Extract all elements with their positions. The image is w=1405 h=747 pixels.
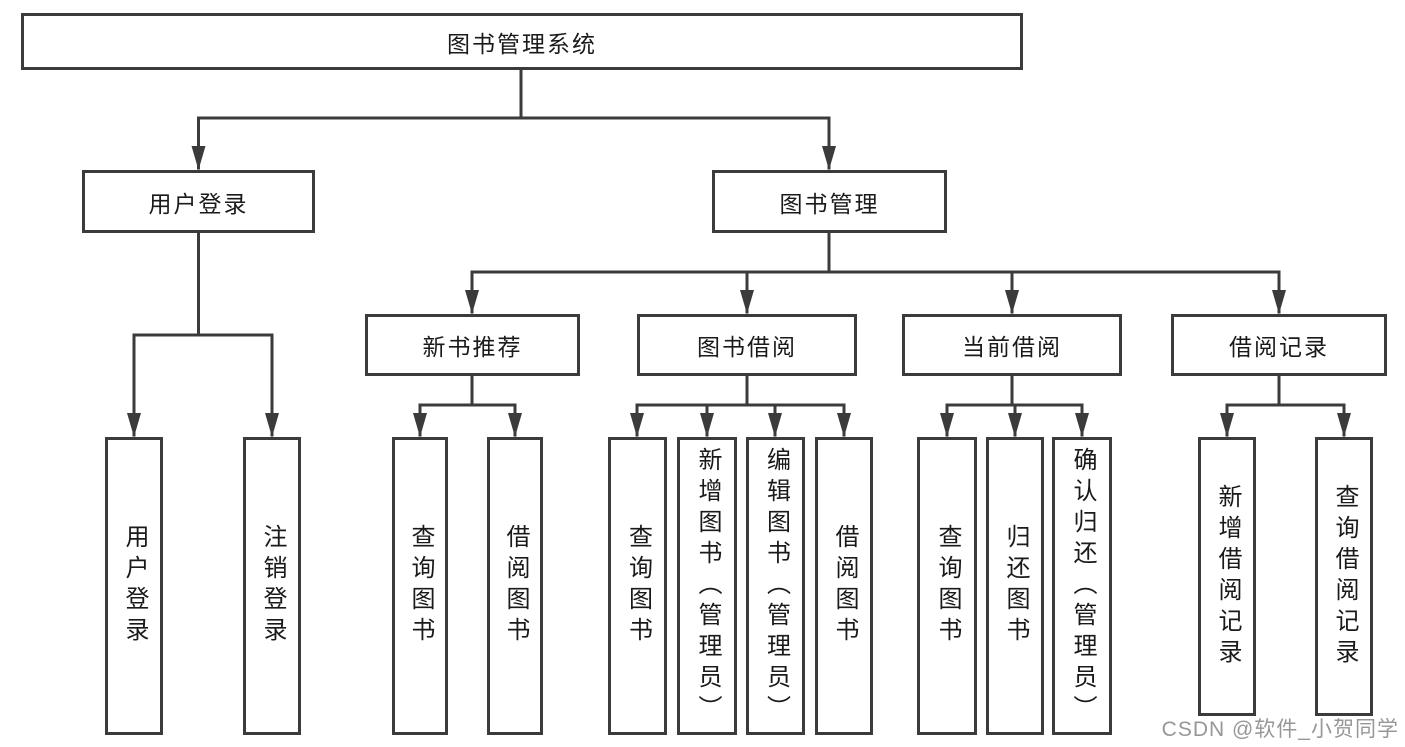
arrowhead-icon: [465, 290, 479, 314]
node-label: 查询图书: [934, 524, 961, 648]
book-mgmt-children-connector: [465, 231, 1286, 314]
node-library-system: 图书管理系统: [21, 13, 1023, 70]
node-edit-book-admin: 编辑图书（管理员）: [746, 437, 805, 735]
node-label: 查询借阅记录: [1331, 483, 1358, 670]
node-label: 图书借阅: [697, 334, 797, 360]
arrowhead-icon: [822, 146, 836, 170]
arrowhead-icon: [630, 413, 644, 437]
node-confirm-return-admin: 确认归还（管理员）: [1052, 437, 1112, 735]
node-logout: 注销登录: [243, 437, 301, 735]
node-label: 用户登录: [148, 190, 249, 217]
node-user-login-group: 用户登录: [82, 170, 315, 233]
new-book-rec-children-connector: [413, 374, 522, 437]
arrowhead-icon: [413, 413, 427, 437]
node-borrowing-records: 借阅记录: [1171, 314, 1387, 376]
arrowhead-icon: [740, 290, 754, 314]
arrowhead-icon: [1005, 290, 1019, 314]
arrowhead-icon: [191, 146, 206, 170]
node-return-book: 归还图书: [986, 437, 1044, 735]
arrowhead-icon: [508, 413, 522, 437]
node-borrow-books-1: 借阅图书: [487, 437, 543, 735]
current-borrow-children-connector: [940, 374, 1089, 437]
node-label: 用户登录: [121, 524, 148, 648]
node-query-books-3: 查询图书: [917, 437, 977, 735]
arrowhead-icon: [1008, 413, 1022, 437]
node-label: 借阅图书: [831, 524, 858, 648]
node-label: 图书管理系统: [447, 30, 597, 57]
node-current-borrowing: 当前借阅: [902, 314, 1122, 376]
book-borrow-children-connector: [630, 374, 851, 437]
arrowhead-icon: [837, 413, 851, 437]
node-label: 借阅图书: [502, 524, 529, 648]
node-new-book-recommendation: 新书推荐: [365, 314, 580, 376]
node-label: 查询图书: [407, 524, 434, 648]
node-label: 归还图书: [1002, 524, 1029, 648]
arrowhead-icon: [1075, 413, 1089, 437]
arrowhead-icon: [1220, 413, 1234, 437]
node-user-login: 用户登录: [105, 437, 163, 735]
node-query-books-2: 查询图书: [608, 437, 667, 735]
node-add-borrow-record: 新增借阅记录: [1198, 437, 1256, 716]
node-label: 借阅记录: [1229, 334, 1329, 360]
arrowhead-icon: [700, 413, 714, 437]
node-label: 编辑图书（管理员）: [762, 446, 790, 726]
node-label: 确认归还（管理员）: [1069, 446, 1096, 726]
node-label: 当前借阅: [962, 334, 1062, 360]
root-to-level2-connector: [191, 67, 836, 170]
node-book-management: 图书管理: [712, 170, 947, 233]
node-label: 图书管理: [779, 190, 880, 217]
arrowhead-icon: [127, 413, 141, 437]
node-label: 新书推荐: [422, 334, 523, 360]
node-label: 查询图书: [624, 524, 652, 648]
borrow-records-children-connector: [1220, 374, 1351, 437]
node-borrow-books-2: 借阅图书: [815, 437, 873, 735]
node-label: 新增借阅记录: [1214, 483, 1241, 670]
arrowhead-icon: [940, 413, 954, 437]
arrowhead-icon: [768, 413, 782, 437]
arrowhead-icon: [1272, 290, 1286, 314]
user-login-children-connector: [127, 231, 279, 437]
node-label: 注销登录: [259, 524, 286, 648]
node-label: 新增图书（管理员）: [694, 446, 721, 726]
arrowhead-icon: [265, 413, 279, 437]
node-book-borrowing: 图书借阅: [637, 314, 857, 376]
node-query-borrow-record: 查询借阅记录: [1315, 437, 1373, 716]
node-add-book-admin: 新增图书（管理员）: [677, 437, 737, 735]
arrowhead-icon: [1337, 413, 1351, 437]
node-query-books-1: 查询图书: [392, 437, 448, 735]
